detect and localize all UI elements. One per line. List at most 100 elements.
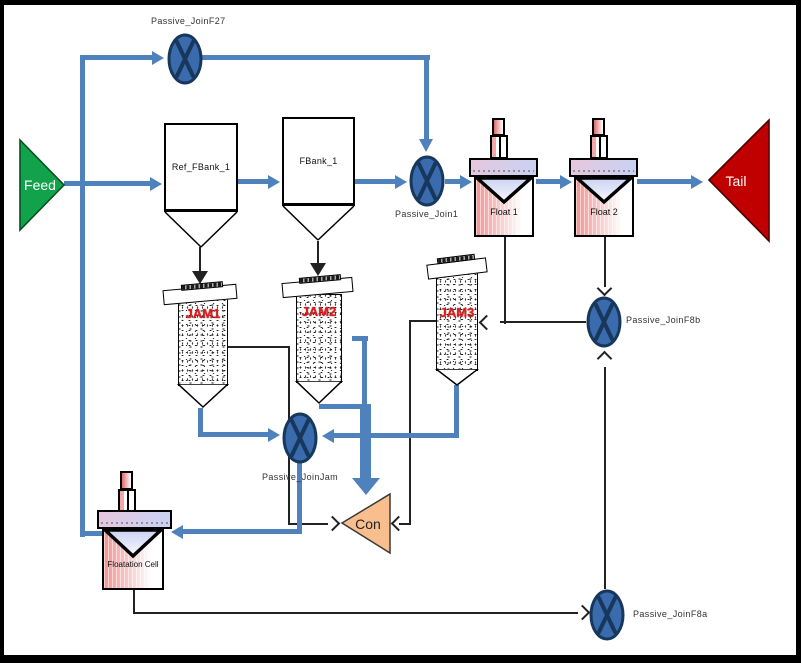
unit-jam3-label: JAM3 [439, 305, 475, 320]
line-segment [199, 247, 201, 273]
line-segment [290, 523, 328, 525]
join-passive-joinf27[interactable] [167, 33, 203, 85]
frame-left [0, 0, 4, 663]
line-segment [409, 320, 436, 322]
unit-fbank[interactable]: FBank_1 [282, 117, 355, 206]
unit-ref-fbank-label: Ref_FBank_1 [171, 162, 231, 172]
arrowhead-right [395, 174, 407, 189]
cell-agitator-top [120, 471, 133, 490]
cell-launder [97, 510, 172, 529]
join-passive-join1-label: Passive_Join1 [395, 209, 459, 219]
feed-port[interactable] [18, 138, 66, 232]
line-segment [237, 179, 270, 184]
join-passive-joinf27-label: Passive_JoinF27 [151, 16, 226, 26]
arrowhead-down-large [351, 478, 380, 495]
arrowhead-down [192, 271, 208, 284]
line-segment [334, 433, 459, 438]
float2-agitator-top [592, 118, 605, 136]
arrowhead-right [268, 174, 280, 189]
float1-agitator-top [492, 118, 505, 136]
jam2-funnel [295, 381, 343, 405]
line-segment [500, 321, 586, 323]
line-segment [133, 590, 135, 614]
tail-port-label: Tail [725, 173, 747, 189]
jam3-column[interactable]: JAM3 [436, 271, 478, 371]
join-ellipse-icon [586, 296, 622, 348]
line-segment [198, 432, 270, 437]
line-segment [454, 385, 459, 438]
cell-agitator-shaft [118, 489, 136, 512]
tail-port[interactable] [707, 118, 771, 243]
join-passive-joinf8b-label: Passive_JoinF8b [626, 315, 701, 325]
arrowhead-down [310, 263, 326, 276]
float2-agitator-shaft [590, 135, 608, 159]
line-segment [604, 367, 606, 589]
line-segment [536, 179, 562, 184]
line-segment [297, 462, 302, 533]
join-passive-joinjam-label: Passive_JoinJam [262, 472, 339, 482]
line-segment [64, 181, 152, 186]
join-passive-joinf8a-label: Passive_JoinF8a [633, 609, 708, 619]
arrowhead-right [691, 174, 703, 189]
float1-agitator-shaft [490, 135, 508, 159]
arrowhead-left [390, 515, 407, 532]
float2-launder [569, 158, 638, 177]
jam3-funnel [435, 369, 479, 386]
line-segment [183, 529, 302, 534]
fbank-funnel [282, 206, 355, 241]
frame-top [0, 0, 801, 5]
unit-floatation-cell-label: Floatation Cell [107, 560, 159, 569]
line-segment [228, 346, 290, 348]
join-passive-joinf8b[interactable] [586, 296, 622, 348]
line-segment [80, 55, 154, 60]
line-segment [202, 55, 430, 60]
arrowhead-down [596, 280, 613, 297]
line-segment [355, 179, 397, 184]
line-segment [637, 179, 693, 184]
unit-ref-fbank[interactable]: Ref_FBank_1 [164, 123, 238, 212]
line-segment [424, 55, 429, 139]
line-segment [198, 408, 203, 436]
line-segment [317, 241, 319, 265]
line-segment [360, 404, 371, 479]
line-segment [80, 531, 104, 536]
line-segment [399, 523, 410, 525]
con-port[interactable] [338, 492, 392, 555]
float1-froth-triangle [474, 176, 534, 205]
unit-float2[interactable]: Float 2 [569, 118, 638, 238]
jam1-column[interactable]: JAM1 [178, 297, 228, 386]
arrowhead-right [150, 176, 162, 191]
unit-jam2-label: JAM2 [301, 304, 337, 319]
line-segment [445, 179, 462, 184]
feed-port-label: Feed [24, 177, 56, 193]
join-passive-joinjam[interactable] [282, 412, 318, 464]
join-ellipse-icon [409, 155, 445, 207]
ref-fbank-funnel [164, 212, 238, 248]
unit-jam1-label: JAM1 [185, 306, 221, 321]
arrowhead-right [152, 50, 164, 65]
arrowhead-right [460, 174, 472, 189]
jam2-column[interactable]: JAM2 [296, 294, 342, 383]
unit-fbank-label: FBank_1 [299, 156, 338, 166]
line-segment [133, 612, 578, 614]
arrowhead-down [419, 139, 433, 152]
arrowhead-right [560, 174, 572, 189]
cell-froth-triangle [102, 528, 164, 559]
arrowhead-left [171, 524, 183, 539]
join-passive-join1[interactable] [409, 155, 445, 207]
line-segment [80, 55, 85, 537]
arrowhead-left [478, 314, 495, 331]
con-port-label: Con [355, 516, 381, 532]
line-segment [352, 336, 368, 341]
jam1-funnel [177, 384, 229, 409]
join-ellipse-icon [589, 589, 625, 641]
unit-float1[interactable]: Float 1 [469, 118, 538, 238]
unit-floatation-cell[interactable]: Floatation Cell [97, 471, 172, 591]
line-segment [604, 237, 606, 287]
arrowhead-left [322, 428, 334, 443]
join-ellipse-icon [167, 33, 203, 85]
arrowhead-right [268, 427, 280, 442]
arrowhead-right [574, 604, 591, 621]
join-passive-joinf8a[interactable] [589, 589, 625, 641]
